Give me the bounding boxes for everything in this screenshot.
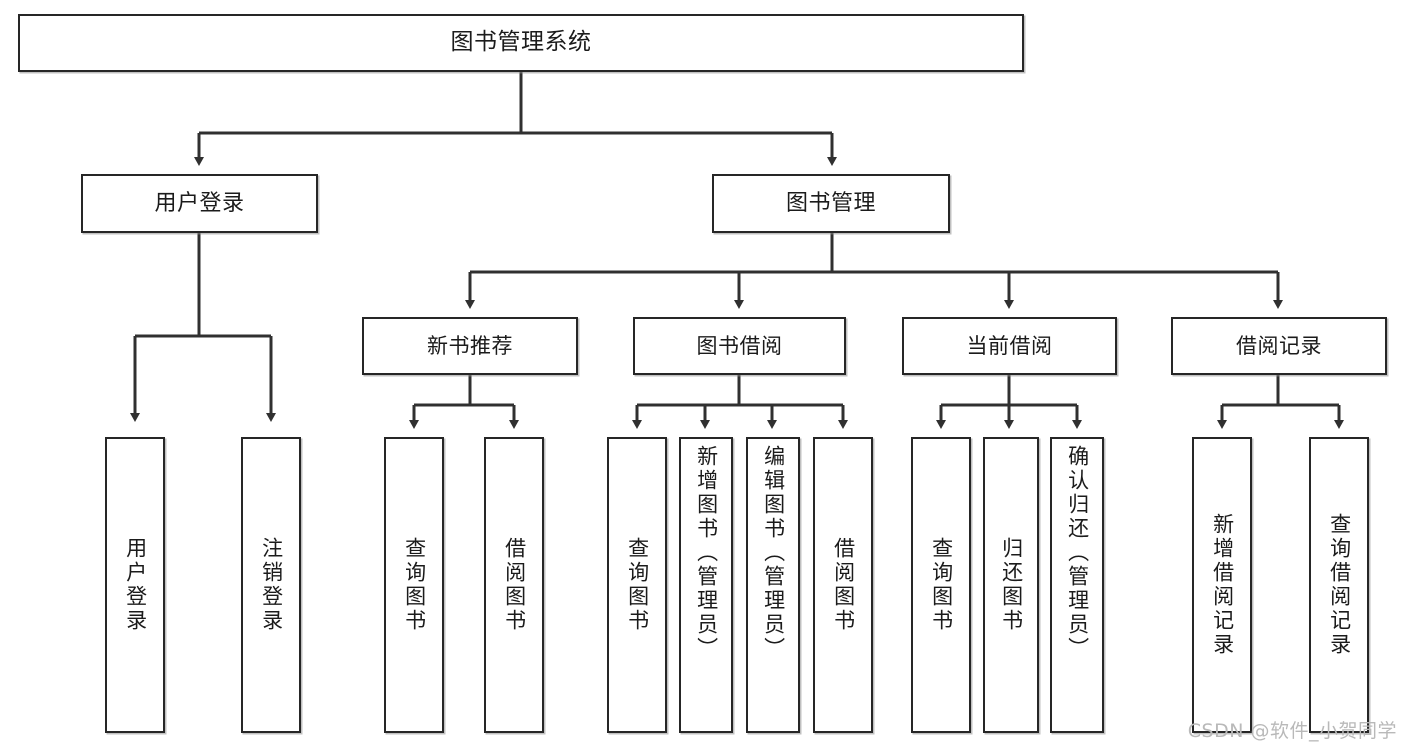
node-current-borrow-label: 当前借阅 [966, 333, 1053, 358]
node-book-management-label: 图书管理 [785, 190, 876, 216]
leaf-user-login-login-label: 用户登录 [123, 537, 148, 633]
leaf-borrow-add-book-admin-label: 新增图书（管理员） [694, 445, 719, 661]
node-root-book-management-system[interactable]: 图书管理系统 [18, 14, 1024, 72]
leaf-record-add-record[interactable]: 新增借阅记录 [1192, 437, 1252, 733]
node-new-book-recommend[interactable]: 新书推荐 [362, 317, 578, 375]
leaf-current-query-book-label: 查询图书 [929, 537, 954, 633]
node-new-book-recommend-label: 新书推荐 [427, 333, 513, 358]
node-book-borrow-label: 图书借阅 [696, 333, 783, 358]
leaf-current-return-book-label: 归还图书 [999, 537, 1024, 633]
node-borrow-record-label: 借阅记录 [1236, 333, 1322, 358]
leaf-new-book-query[interactable]: 查询图书 [384, 437, 444, 733]
leaf-new-book-borrow[interactable]: 借阅图书 [484, 437, 544, 733]
leaf-borrow-borrow-book[interactable]: 借阅图书 [813, 437, 873, 733]
node-book-management[interactable]: 图书管理 [712, 174, 950, 233]
leaf-user-login-logout-label: 注销登录 [259, 537, 284, 633]
node-user-login[interactable]: 用户登录 [81, 174, 318, 233]
node-user-login-label: 用户登录 [154, 190, 245, 216]
leaf-new-book-query-label: 查询图书 [402, 537, 427, 633]
leaf-new-book-borrow-label: 借阅图书 [502, 537, 527, 633]
leaf-user-login-logout[interactable]: 注销登录 [241, 437, 301, 733]
node-root-label: 图书管理系统 [450, 29, 592, 56]
leaf-current-query-book[interactable]: 查询图书 [911, 437, 971, 733]
leaf-borrow-edit-book-admin[interactable]: 编辑图书（管理员） [746, 437, 800, 733]
node-current-borrow[interactable]: 当前借阅 [902, 317, 1117, 375]
leaf-borrow-edit-book-admin-label: 编辑图书（管理员） [761, 445, 786, 661]
leaf-borrow-query-book[interactable]: 查询图书 [607, 437, 667, 733]
node-book-borrow[interactable]: 图书借阅 [633, 317, 846, 375]
leaf-borrow-add-book-admin[interactable]: 新增图书（管理员） [679, 437, 733, 733]
leaf-borrow-borrow-book-label: 借阅图书 [831, 537, 856, 633]
csdn-watermark: CSDN @软件_小贺同学 [1187, 720, 1397, 742]
node-borrow-record[interactable]: 借阅记录 [1171, 317, 1387, 375]
leaf-record-add-record-label: 新增借阅记录 [1210, 513, 1235, 657]
leaf-current-return-book[interactable]: 归还图书 [983, 437, 1039, 733]
leaf-current-confirm-return-admin-label: 确认归还（管理员） [1065, 445, 1090, 661]
leaf-current-confirm-return-admin[interactable]: 确认归还（管理员） [1050, 437, 1104, 733]
leaf-borrow-query-book-label: 查询图书 [625, 537, 650, 633]
leaf-record-query-record-label: 查询借阅记录 [1327, 513, 1352, 657]
leaf-record-query-record[interactable]: 查询借阅记录 [1309, 437, 1369, 733]
leaf-user-login-login[interactable]: 用户登录 [105, 437, 165, 733]
